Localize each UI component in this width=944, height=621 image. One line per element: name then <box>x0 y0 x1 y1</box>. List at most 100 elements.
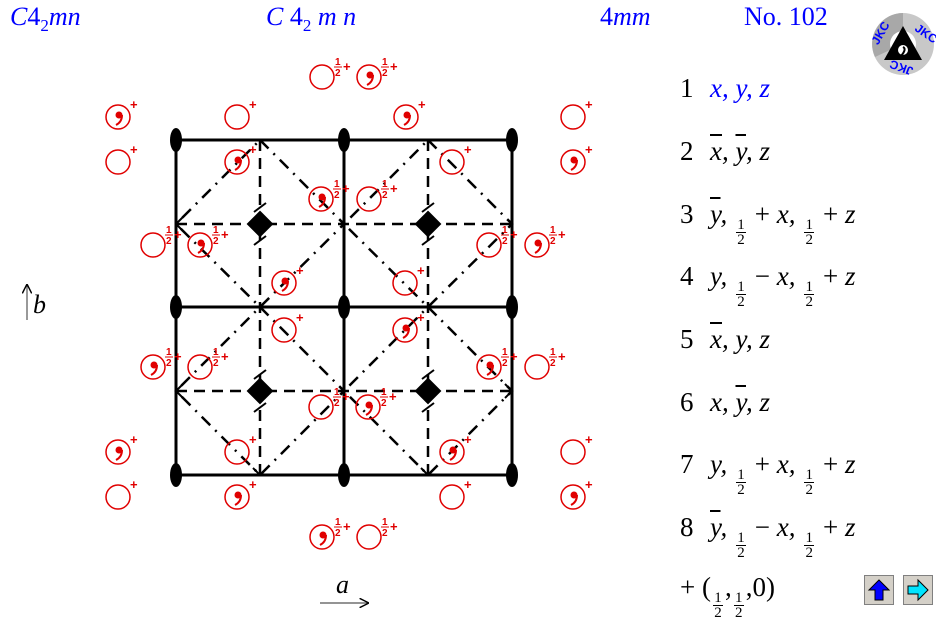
svg-text:+: + <box>464 432 472 447</box>
svg-text:1: 1 <box>334 387 340 398</box>
position-comma-circle: 12+ <box>355 387 397 420</box>
svg-text:+: + <box>296 263 304 278</box>
svg-text:2: 2 <box>382 190 388 201</box>
svg-text:+: + <box>130 97 138 112</box>
svg-text:1: 1 <box>382 179 388 190</box>
svg-text:+: + <box>390 181 398 196</box>
position-circle: + <box>224 432 257 465</box>
screw-subscript: 2 <box>40 16 49 35</box>
up-button[interactable] <box>864 575 894 605</box>
svg-text:+: + <box>130 142 138 157</box>
svg-text:2: 2 <box>382 68 388 79</box>
position-comma-circle: 12+ <box>309 517 351 550</box>
right-arrow-icon <box>907 578 929 602</box>
svg-text:2: 2 <box>550 358 556 369</box>
position-comma-circle: + <box>560 477 593 510</box>
position-comma-circle: + <box>393 97 426 130</box>
svg-text:1: 1 <box>550 225 556 236</box>
short-symbol: C42mn <box>10 2 81 35</box>
svg-text:+: + <box>417 310 425 325</box>
svg-text:+: + <box>343 519 351 534</box>
position-comma-circle: 12+ <box>476 347 518 380</box>
position-circle: 12+ <box>356 179 398 212</box>
position-circle: + <box>392 263 425 296</box>
svg-text:2: 2 <box>334 190 340 201</box>
svg-text:+: + <box>390 519 398 534</box>
svg-text:+: + <box>130 477 138 492</box>
svg-text:+: + <box>174 227 182 242</box>
svg-text:1: 1 <box>213 225 219 236</box>
position-circle: + <box>439 142 472 175</box>
up-arrow-icon <box>867 579 891 601</box>
svg-text:+: + <box>585 432 593 447</box>
svg-text:1: 1 <box>382 57 388 68</box>
position-comma-circle: + <box>439 432 472 465</box>
svg-text:1: 1 <box>334 179 340 190</box>
jkc-logo[interactable]: JKC JKC JKC <box>870 12 936 76</box>
position-circle: 12+ <box>140 225 182 258</box>
svg-text:1: 1 <box>381 387 387 398</box>
svg-text:+: + <box>249 142 257 157</box>
position-comma-circle: + <box>105 432 138 465</box>
svg-text:1: 1 <box>502 225 508 236</box>
svg-text:1: 1 <box>335 517 341 528</box>
svg-text:2: 2 <box>550 236 556 247</box>
svg-text:2: 2 <box>381 398 387 409</box>
full-symbol: C 42 m n <box>266 2 357 35</box>
svg-text:+: + <box>464 477 472 492</box>
svg-text:2: 2 <box>502 358 508 369</box>
svg-text:+: + <box>130 432 138 447</box>
position-circle: 12+ <box>187 347 229 380</box>
position-circle: 12+ <box>476 225 518 258</box>
svg-text:2: 2 <box>382 528 388 539</box>
next-button[interactable] <box>903 575 933 605</box>
general-positions: 12+12+++++++++12+12+12+12+12+12+++++12+1… <box>105 57 593 550</box>
svg-text:2: 2 <box>335 528 341 539</box>
svg-text:1: 1 <box>550 347 556 358</box>
svg-text:1: 1 <box>382 517 388 528</box>
position-comma-circle: + <box>271 263 304 296</box>
axis-order: 4 <box>289 2 303 31</box>
position-comma-circle: + <box>105 97 138 130</box>
svg-text:+: + <box>585 142 593 157</box>
svg-text:+: + <box>389 389 397 404</box>
position-comma-circle: 12+ <box>308 179 350 212</box>
a-axis-label: a <box>336 570 349 599</box>
svg-text:1: 1 <box>213 347 219 358</box>
svg-text:1: 1 <box>166 347 172 358</box>
svg-text:+: + <box>296 310 304 325</box>
screw-subscript: 2 <box>302 16 312 35</box>
svg-text:+: + <box>342 181 350 196</box>
svg-text:2: 2 <box>213 236 219 247</box>
svg-text:+: + <box>585 477 593 492</box>
four-fold-screw-axes <box>246 202 442 413</box>
svg-text:+: + <box>221 227 229 242</box>
svg-text:2: 2 <box>335 68 341 79</box>
svg-text:+: + <box>464 142 472 157</box>
position-comma-circle: + <box>560 142 593 175</box>
svg-text:+: + <box>390 59 398 74</box>
svg-text:+: + <box>417 263 425 278</box>
svg-text:+: + <box>558 227 566 242</box>
svg-text:+: + <box>510 227 518 242</box>
position-circle: + <box>105 477 138 510</box>
point-group: 4mm <box>600 2 651 32</box>
svg-text:2: 2 <box>166 358 172 369</box>
position-circle: 12+ <box>309 57 351 90</box>
position-comma-circle: 12+ <box>356 57 398 90</box>
svg-text:+: + <box>249 477 257 492</box>
svg-text:2: 2 <box>166 236 172 247</box>
b-axis-label: b <box>33 290 46 319</box>
position-circle: + <box>224 97 257 130</box>
glide-symbol: n <box>343 2 357 31</box>
svg-text:+: + <box>174 349 182 364</box>
